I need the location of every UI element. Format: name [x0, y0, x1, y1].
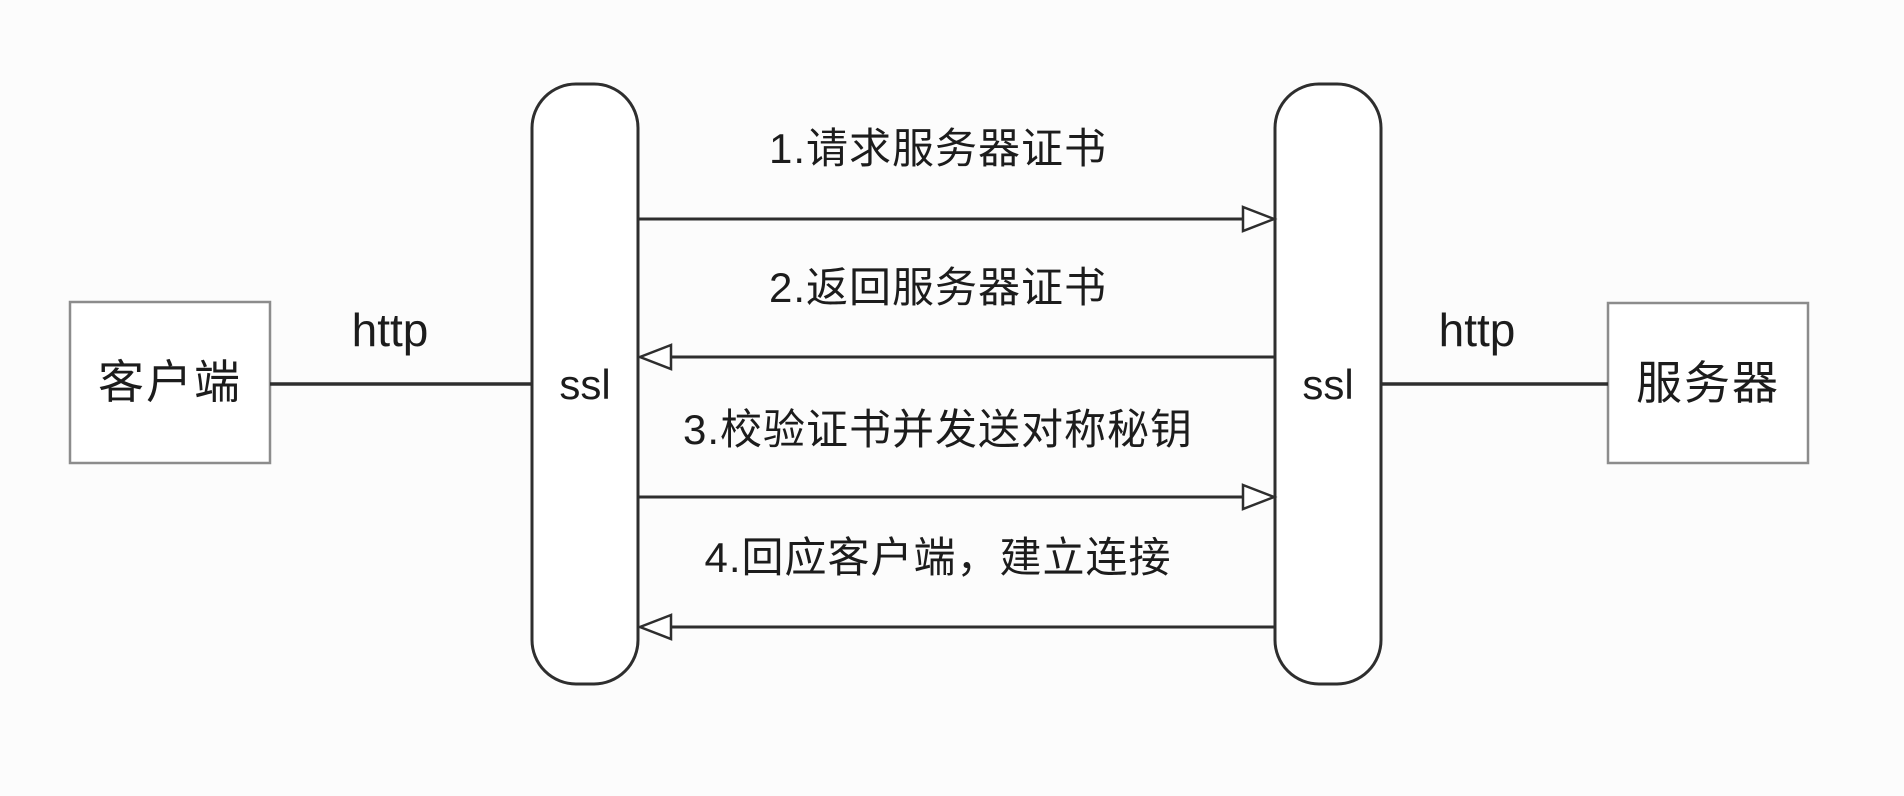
server-ssl-rect [1273, 82, 1383, 686]
client-http-label: http [352, 304, 429, 356]
message-2: 2.返回服务器证书 [636, 264, 1275, 371]
server-node: 服务器 [1606, 301, 1810, 465]
server-box [1606, 301, 1810, 465]
message-1-label: 1.请求服务器证书 [769, 125, 1107, 172]
client-box [68, 300, 272, 465]
message-4-left-arrow-icon [636, 613, 673, 641]
server-http-label: http [1439, 304, 1516, 356]
message-4-label: 4.回应客户端，建立连接 [704, 534, 1171, 581]
client-label: 客户端 [98, 356, 242, 408]
message-1-right-arrow-icon [1241, 205, 1278, 233]
server-http-link: http [1381, 304, 1608, 386]
client-http-link: http [270, 304, 532, 386]
server-label: 服务器 [1636, 357, 1780, 409]
client-ssl-bar: ssl [530, 82, 640, 686]
message-2-label: 2.返回服务器证书 [769, 264, 1107, 311]
message-1: 1.请求服务器证书 [638, 125, 1278, 233]
message-4: 4.回应客户端，建立连接 [636, 534, 1275, 641]
message-3-label: 3.校验证书并发送对称秘钥 [683, 406, 1193, 453]
message-3: 3.校验证书并发送对称秘钥 [638, 406, 1278, 511]
server-ssl-label: ssl [1302, 361, 1353, 408]
client-node: 客户端 [68, 300, 272, 465]
client-ssl-rect [530, 82, 640, 686]
message-2-left-arrow-icon [636, 343, 673, 371]
client-ssl-label: ssl [559, 361, 610, 408]
server-ssl-bar: ssl [1273, 82, 1383, 686]
message-3-right-arrow-icon [1241, 483, 1278, 511]
